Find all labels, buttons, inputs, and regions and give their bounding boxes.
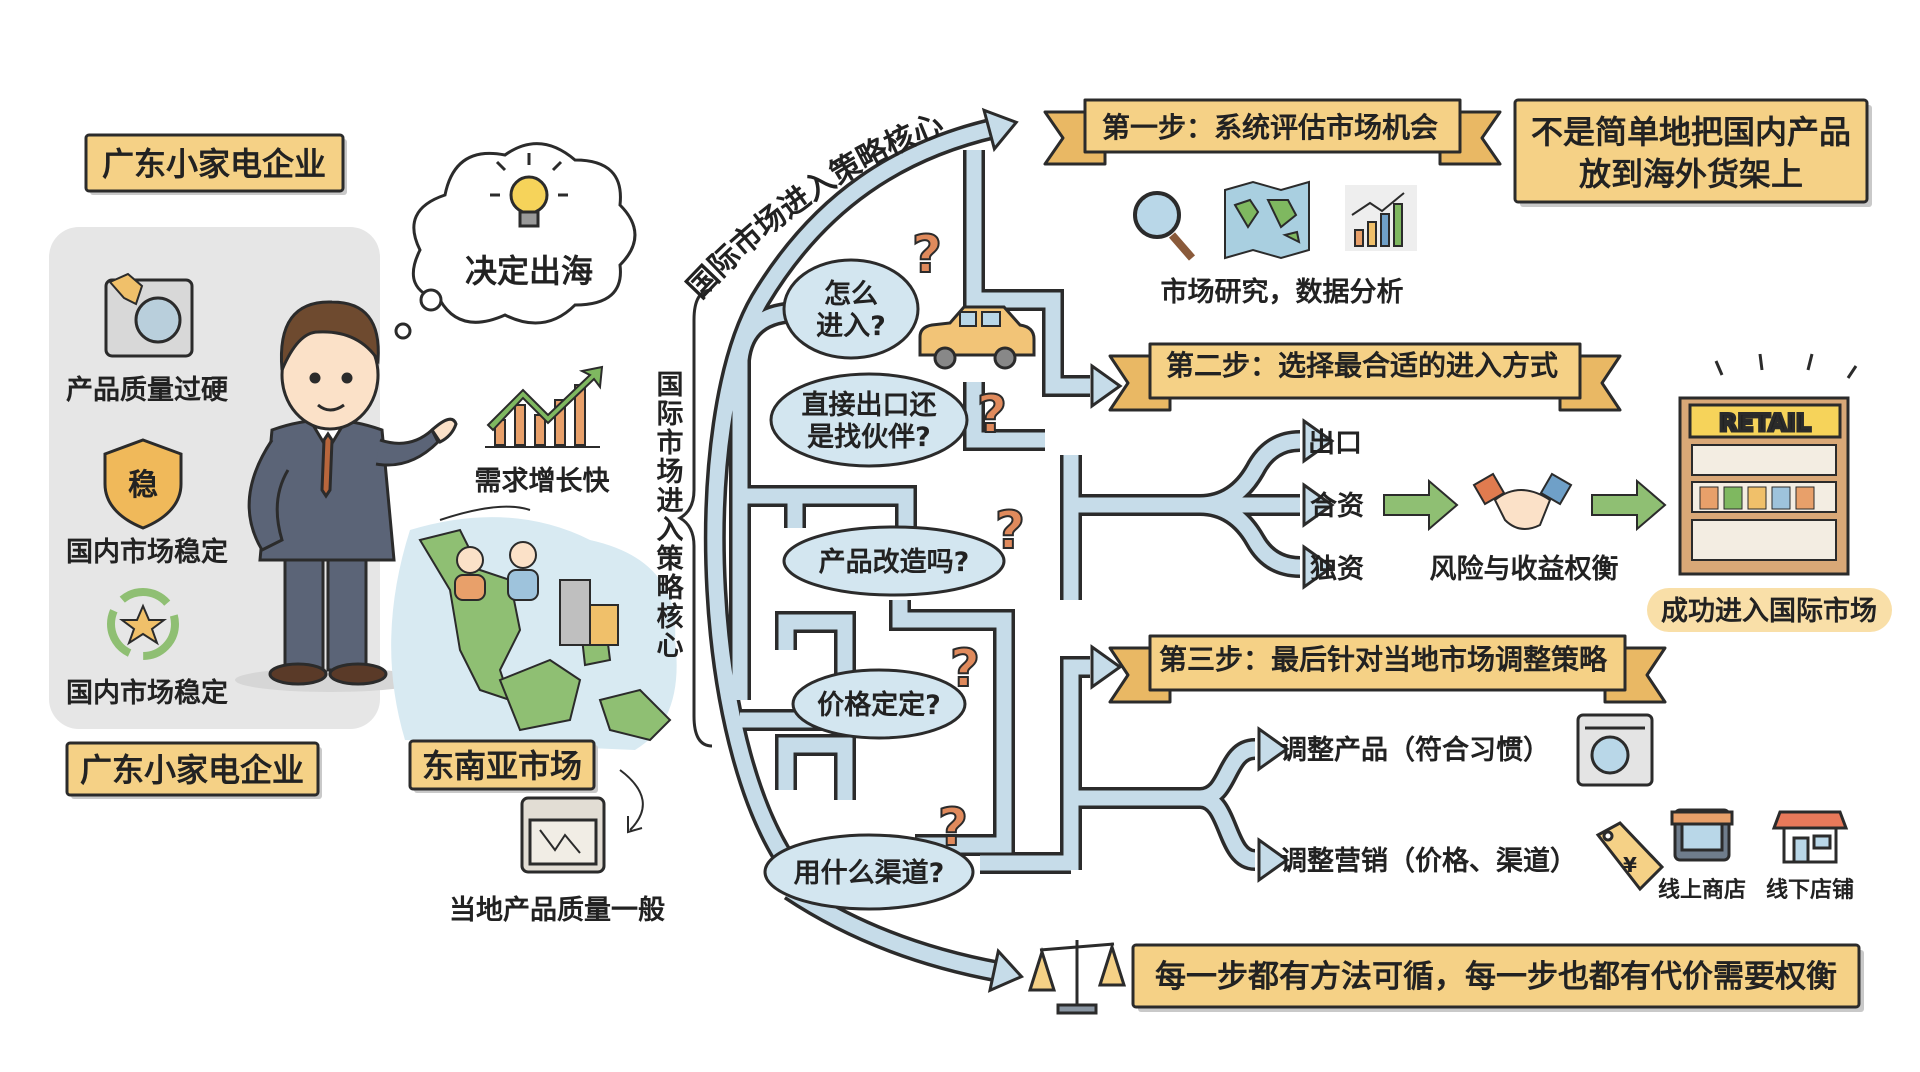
offline-store-icon (1771, 810, 1849, 864)
thought-text: 决定出海 (465, 252, 593, 290)
step1-ribbon (1043, 98, 1502, 166)
green-arrow-icon (1383, 478, 1667, 532)
businessman-illustration (235, 300, 458, 692)
option-wholly-owned: 独资 (1310, 554, 1364, 585)
offline-store-label: 线下店铺 (1766, 877, 1854, 903)
step3-title: 第三步：最后针对当地市场调整策略 (1159, 643, 1608, 676)
world-map-icon (1224, 180, 1310, 260)
retail-shelf-icon: RETAIL (1678, 353, 1858, 576)
option-joint-venture: 合资 (1310, 490, 1364, 522)
arrowhead (1302, 418, 1335, 464)
arrowhead (1302, 482, 1335, 528)
magnifier-icon (1133, 191, 1196, 261)
question-mark-icon: ? (938, 798, 968, 858)
conclusion-text: 每一步都有方法可循，每一步也都有代价需要权衡 (1155, 959, 1837, 995)
bar-chart-icon (1345, 185, 1417, 251)
balance-scale-icon (1027, 940, 1127, 1015)
retail-sign-text: RETAIL (1719, 409, 1811, 437)
maze-path (966, 382, 1045, 448)
note-box: 不是简单地把国内产品 放到海外货架上 (1513, 98, 1872, 207)
arrowhead (1090, 644, 1123, 690)
maze-path (740, 488, 914, 528)
handshake-icon (1472, 472, 1573, 530)
question-text: 是找伙伴? (807, 422, 931, 453)
thought-cloud (394, 142, 637, 340)
company-label-bottom: 广东小家电企业 (65, 741, 322, 799)
step3-ribbon (1108, 634, 1667, 704)
recycle-star-icon (107, 588, 179, 660)
online-store-label: 线上商店 (1658, 877, 1746, 903)
online-store-icon (1670, 808, 1734, 862)
note-line-2: 放到海外货架上 (1579, 155, 1803, 193)
option-adjust-marketing: 调整营销（价格、渠道） (1280, 845, 1577, 877)
maze-path (1199, 497, 1301, 575)
arrowhead (1302, 544, 1335, 590)
question-text: 价格定定? (817, 689, 941, 721)
maze-path (1198, 790, 1257, 868)
question-mark-icon: ? (977, 385, 1007, 445)
strength-quality-label: 产品质量过硬 (66, 375, 229, 406)
maze-path-outline (775, 734, 856, 800)
question-mark-icon: ? (950, 639, 980, 699)
step2-title: 第二步：选择最合适的进入方式 (1166, 349, 1558, 382)
step1-title: 第一步：系统评估市场机会 (1102, 111, 1438, 144)
question-text: 直接出口还 (802, 390, 938, 421)
arrowhead (1257, 726, 1290, 772)
washing-machine-box-icon (104, 272, 194, 358)
conclusion-box: 每一步都有方法可循，每一步也都有代价需要权衡 (1131, 943, 1864, 1012)
maze-path (892, 600, 1012, 853)
arrowhead (981, 107, 1019, 153)
price-tag-icon: ¥ (1595, 821, 1665, 892)
southeast-asia-map (391, 505, 677, 750)
shield-badge-text: 稳 (128, 468, 158, 503)
local-quality-text: 当地产品质量一般 (449, 894, 665, 926)
strength-stable-label: 国内市场稳定 (66, 536, 228, 568)
lightbulb-icon (490, 153, 568, 228)
success-pill: 成功进入国际市场 (1647, 588, 1892, 632)
arrowhead (987, 948, 1025, 993)
core-vertical-text: 国际市场进入策略核心 (652, 370, 684, 660)
question-bubble: 用什么渠道? (763, 833, 975, 911)
curly-brace (676, 288, 713, 748)
company-label-text: 广东小家电企业 (102, 145, 326, 183)
maze-path (778, 737, 853, 800)
sea-market-text: 东南亚市场 (422, 747, 582, 785)
arrowhead (1090, 363, 1123, 409)
demand-text: 需求增长快 (475, 465, 611, 497)
tradeoff-text: 风险与收益权衡 (1430, 553, 1619, 585)
option-adjust-product: 调整产品（符合习惯） (1280, 734, 1550, 766)
strength-stable-label-2: 国内市场稳定 (66, 677, 228, 709)
strategy-maze (703, 107, 1335, 993)
question-mark-icon: ? (995, 501, 1025, 561)
question-bubble: 价格定定? (791, 668, 967, 740)
question-bubble: 产品改造吗? (782, 525, 1006, 597)
option-export: 出口 (1308, 428, 1362, 459)
company-label-bottom-text: 广东小家电企业 (80, 751, 304, 789)
growth-chart-icon (485, 365, 604, 448)
question-text: 进入? (816, 311, 886, 342)
maze-path (778, 614, 853, 688)
washing-machine-icon (1576, 713, 1654, 787)
question-mark-icon: ? (912, 225, 942, 285)
maze-path (966, 150, 1090, 394)
note-line-1: 不是简单地把国内产品 (1531, 113, 1851, 151)
step2-ribbon (1108, 342, 1622, 412)
question-text: 怎么 (824, 279, 878, 310)
question-text: 用什么渠道? (794, 857, 945, 889)
question-text: 产品改造吗? (819, 547, 970, 578)
curved-arrow-icon (619, 769, 644, 834)
step1-caption: 市场研究，数据分析 (1161, 276, 1404, 308)
tag-symbol: ¥ (1623, 853, 1637, 877)
car-icon (918, 305, 1036, 370)
arrowhead (1257, 837, 1290, 883)
broken-appliance-icon (520, 796, 606, 874)
shield-icon: 稳 (103, 438, 183, 530)
company-label-top: 广东小家电企业 (84, 133, 347, 195)
success-text: 成功进入国际市场 (1661, 595, 1877, 627)
sea-market-label: 东南亚市场 (408, 739, 598, 793)
